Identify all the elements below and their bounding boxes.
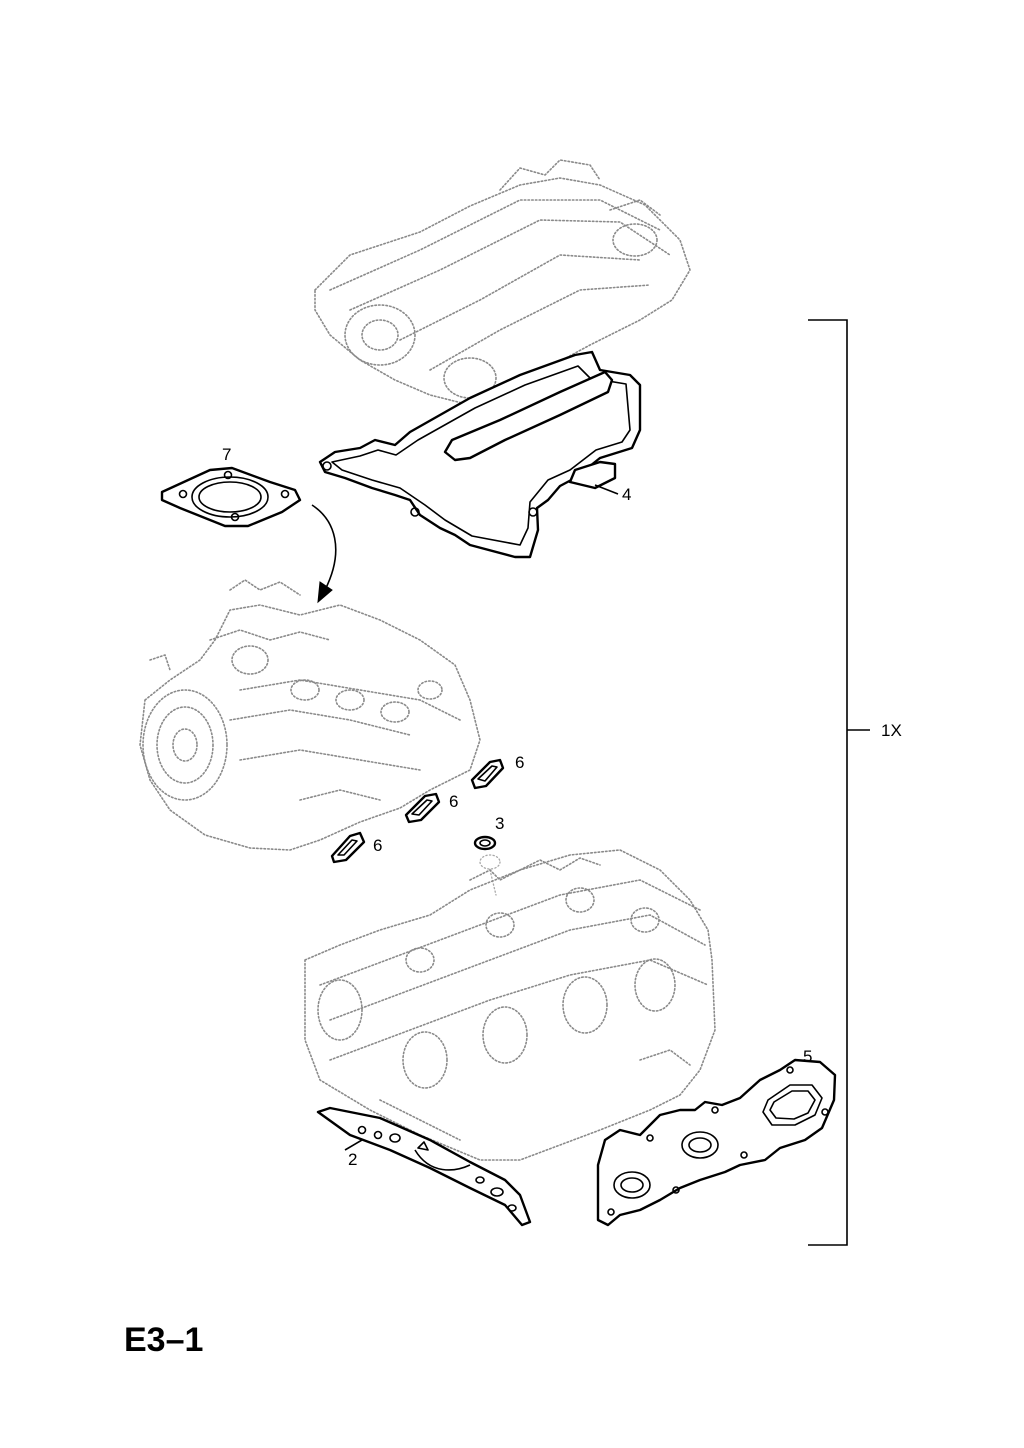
callout-3: 3 [495, 814, 504, 833]
page-id-label: E3–1 [124, 1321, 203, 1359]
injector-seal-ring [473, 835, 501, 896]
intake-port-seal [330, 831, 366, 864]
callout-6: 6 [373, 836, 382, 855]
intake-port-seal [470, 758, 505, 790]
kit-bracket [808, 319, 870, 1246]
callout-5: 5 [803, 1047, 812, 1066]
cam-housing-gasket [316, 1106, 532, 1227]
cylinder-head-ghost [304, 849, 716, 1161]
exhaust-manifold-gasket [596, 1058, 837, 1227]
throttle-body-gasket [160, 466, 302, 528]
callout-7: 7 [222, 445, 231, 464]
callout-4: 4 [622, 485, 631, 504]
callout-6: 6 [515, 753, 524, 772]
intake-port-seal [404, 792, 441, 824]
intake-manifold-ghost [139, 579, 481, 851]
cam-cover-ghost [314, 159, 691, 406]
kit-quantity-label: 1X [881, 721, 902, 740]
callout-6: 6 [449, 792, 458, 811]
curved-arrow-icon [311, 504, 337, 604]
cam-cover-gasket [318, 350, 642, 559]
callout-2: 2 [348, 1150, 357, 1169]
